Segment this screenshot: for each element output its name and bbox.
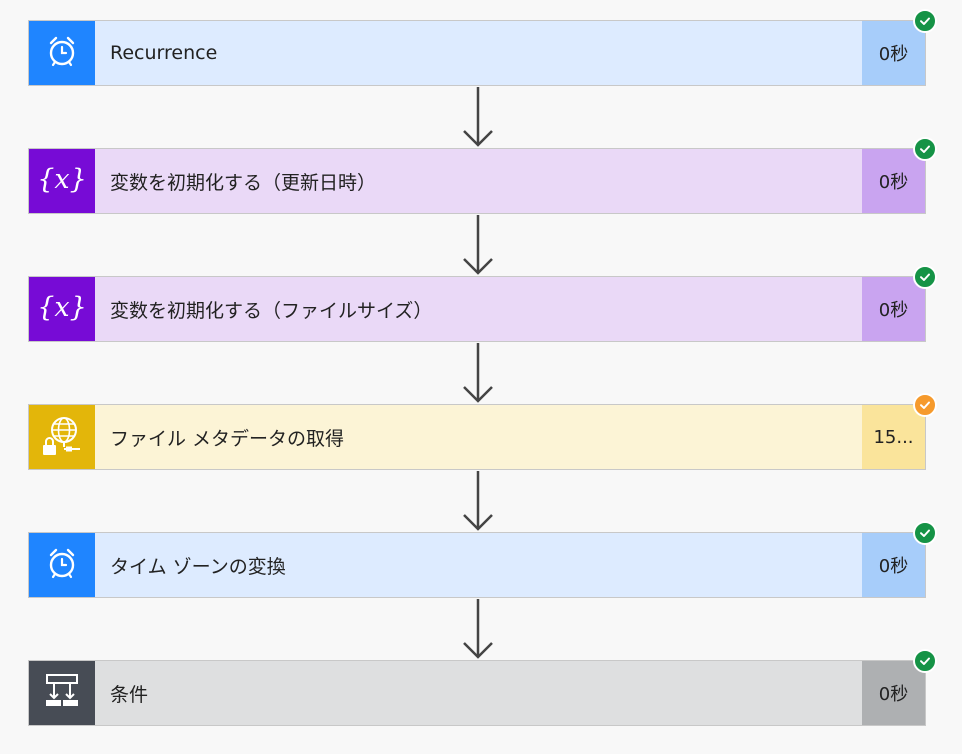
svg-text:{𝑥}: {𝑥}: [37, 164, 87, 195]
variable-icon: {𝑥}: [37, 159, 87, 203]
flow-step-convert-time-zone[interactable]: タイム ゾーンの変換 0秒: [28, 521, 937, 598]
down-arrow-icon: [463, 599, 493, 659]
step-title: Recurrence: [95, 21, 862, 85]
step-duration: 0秒: [862, 533, 925, 597]
warning-check-icon: [913, 393, 937, 417]
success-check-icon: [913, 137, 937, 161]
step-duration: 0秒: [862, 149, 925, 213]
step-icon-box: [29, 661, 95, 725]
success-check-icon: [913, 265, 937, 289]
step-duration: 0秒: [862, 661, 925, 725]
alarm-clock-icon: [45, 34, 79, 72]
condition-icon: [43, 672, 81, 714]
flow-step-recurrence[interactable]: Recurrence 0秒: [28, 9, 937, 86]
step-icon-box: {𝑥}: [29, 277, 95, 341]
step-duration: 15...: [862, 405, 925, 469]
down-arrow-icon: [463, 471, 493, 531]
globe-lock-icon: [40, 413, 84, 461]
success-check-icon: [913, 521, 937, 545]
svg-text:{𝑥}: {𝑥}: [37, 292, 87, 323]
success-check-icon: [913, 649, 937, 673]
down-arrow-icon: [463, 343, 493, 403]
down-arrow-icon: [463, 87, 493, 147]
step-title: ファイル メタデータの取得: [95, 405, 862, 469]
alarm-clock-icon: [45, 546, 79, 584]
success-check-icon: [913, 9, 937, 33]
down-arrow-icon: [463, 215, 493, 275]
step-title: 条件: [95, 661, 862, 725]
flow-step-get-file-metadata[interactable]: ファイル メタデータの取得 15...: [28, 393, 937, 470]
step-duration: 0秒: [862, 277, 925, 341]
step-icon-box: [29, 21, 95, 85]
step-title: 変数を初期化する（ファイルサイズ）: [95, 277, 862, 341]
step-title: タイム ゾーンの変換: [95, 533, 862, 597]
step-icon-box: {𝑥}: [29, 149, 95, 213]
step-icon-box: [29, 405, 95, 469]
flow-step-condition[interactable]: 条件 0秒: [28, 649, 937, 726]
variable-icon: {𝑥}: [37, 287, 87, 331]
flow-step-init-variable-filesize[interactable]: {𝑥} 変数を初期化する（ファイルサイズ） 0秒: [28, 265, 937, 342]
flow-step-init-variable-updated[interactable]: {𝑥} 変数を初期化する（更新日時） 0秒: [28, 137, 937, 214]
step-duration: 0秒: [862, 21, 925, 85]
step-icon-box: [29, 533, 95, 597]
step-title: 変数を初期化する（更新日時）: [95, 149, 862, 213]
